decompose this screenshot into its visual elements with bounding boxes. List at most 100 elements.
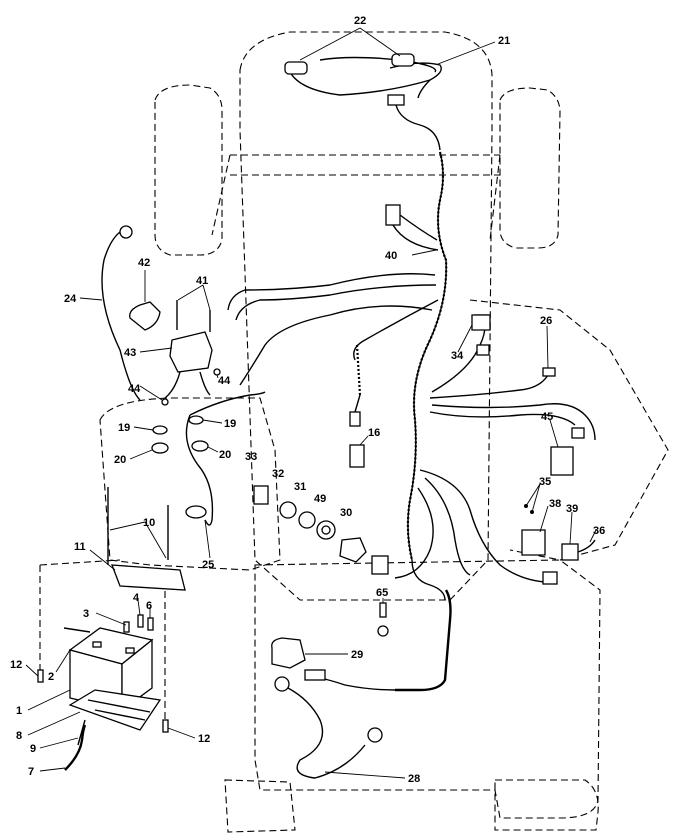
leader-lines — [25, 27, 597, 779]
label-11: 11 — [74, 541, 86, 553]
leader-39 — [569, 511, 573, 545]
label-35: 35 — [539, 476, 551, 488]
label-1: 1 — [16, 705, 22, 717]
label-34: 34 — [451, 350, 464, 362]
solenoid-body-43 — [169, 331, 213, 373]
label-20b: 20 — [219, 449, 231, 461]
leader-26 — [546, 325, 549, 369]
branch-wire-d — [227, 273, 436, 311]
left-rail-outline — [39, 559, 166, 720]
branch-wires-left — [227, 273, 439, 427]
bolt-4 — [137, 614, 144, 628]
leader-22 — [299, 27, 401, 61]
switch-45 — [550, 446, 574, 476]
bolt-2 — [63, 627, 91, 633]
branch-wires-right — [429, 314, 596, 476]
label-43: 43 — [124, 347, 136, 359]
cable-28-eyelet-a — [274, 676, 290, 692]
headlight-wire-loop — [289, 56, 442, 96]
leader-19a — [133, 426, 154, 431]
part-labels: 22 21 40 42 41 24 43 44 44 19 19 20 20 1… — [10, 15, 605, 785]
lower-wire-b — [424, 477, 471, 576]
leader-10 — [109, 521, 167, 559]
eyelet-25 — [185, 505, 207, 519]
leader-12a — [25, 664, 39, 677]
branch-wire-a — [235, 284, 437, 321]
small-parts — [253, 314, 491, 563]
label-19a: 19 — [118, 422, 130, 434]
label-32: 32 — [272, 468, 284, 480]
tray-8 — [68, 689, 162, 731]
plug-lower — [371, 555, 389, 575]
right-wire-c — [429, 411, 576, 426]
leader-16 — [359, 435, 369, 446]
switch-39-wire — [577, 539, 596, 553]
leader-38 — [539, 505, 549, 533]
leader-41 — [177, 284, 211, 311]
vent-tube-7 — [64, 724, 87, 771]
key-switch-plug-2 — [476, 344, 490, 356]
label-3: 3 — [83, 608, 89, 620]
coil-to-plug — [354, 394, 361, 413]
label-21: 21 — [498, 35, 510, 47]
label-40: 40 — [385, 250, 397, 262]
leader-19b — [202, 419, 223, 424]
bolt-65 — [379, 602, 387, 618]
leader-25 — [204, 519, 211, 559]
solenoid-wire-lower — [164, 371, 211, 399]
branch-wire-c — [239, 305, 433, 386]
label-33: 33 — [245, 451, 257, 463]
cable-25-group — [151, 391, 266, 526]
small-plug — [349, 411, 361, 427]
label-44a: 44 — [128, 383, 141, 395]
bracket-11 — [111, 564, 186, 591]
nut-20a — [151, 442, 169, 454]
battery-terminal-a — [92, 641, 102, 648]
cable-25 — [185, 414, 214, 526]
seat-switch-plug — [385, 204, 401, 226]
cable-28-wire — [287, 687, 366, 779]
washer-49-hole — [321, 525, 331, 535]
label-19b: 19 — [224, 418, 236, 430]
label-36: 36 — [593, 525, 605, 537]
lower-harness — [371, 469, 558, 601]
label-42: 42 — [138, 257, 150, 269]
lower-wire-a — [419, 469, 546, 583]
label-22: 22 — [354, 15, 366, 27]
label-45: 45 — [541, 411, 553, 423]
loom-coil — [406, 151, 448, 561]
tab-26-part — [542, 367, 556, 377]
switch-group-right — [521, 504, 596, 561]
washer-32 — [279, 501, 297, 519]
pto-plug — [571, 427, 585, 439]
part-33 — [253, 485, 269, 505]
leader-2 — [55, 649, 71, 673]
label-44b: 44 — [218, 375, 231, 387]
label-49: 49 — [314, 493, 326, 505]
leader-1 — [27, 689, 71, 711]
headlight-bulb-left — [284, 61, 308, 75]
right-fender-outline — [469, 299, 669, 561]
rear-wheel-left — [224, 779, 296, 833]
leader-40 — [411, 249, 437, 256]
leader-36 — [589, 529, 597, 543]
right-wire-a — [429, 374, 549, 399]
ground-wire — [319, 677, 396, 691]
label-12b: 12 — [198, 733, 210, 745]
leader-45 — [549, 419, 559, 448]
rear-wheel-right — [494, 779, 599, 831]
lower-wire-d — [411, 559, 446, 601]
washer-31 — [298, 511, 316, 529]
hood-outline — [239, 31, 493, 601]
terminal-block — [304, 669, 326, 681]
lower-wire-c — [394, 487, 434, 579]
headlight-to-connector-wire — [417, 79, 431, 99]
nut-44a — [161, 398, 169, 406]
leader-20a — [129, 449, 153, 460]
solenoid-29 — [271, 637, 306, 669]
main-wire-loom — [385, 151, 448, 561]
leader-24 — [79, 297, 103, 301]
front-wheel-right — [499, 87, 561, 249]
label-6: 6 — [146, 600, 152, 612]
